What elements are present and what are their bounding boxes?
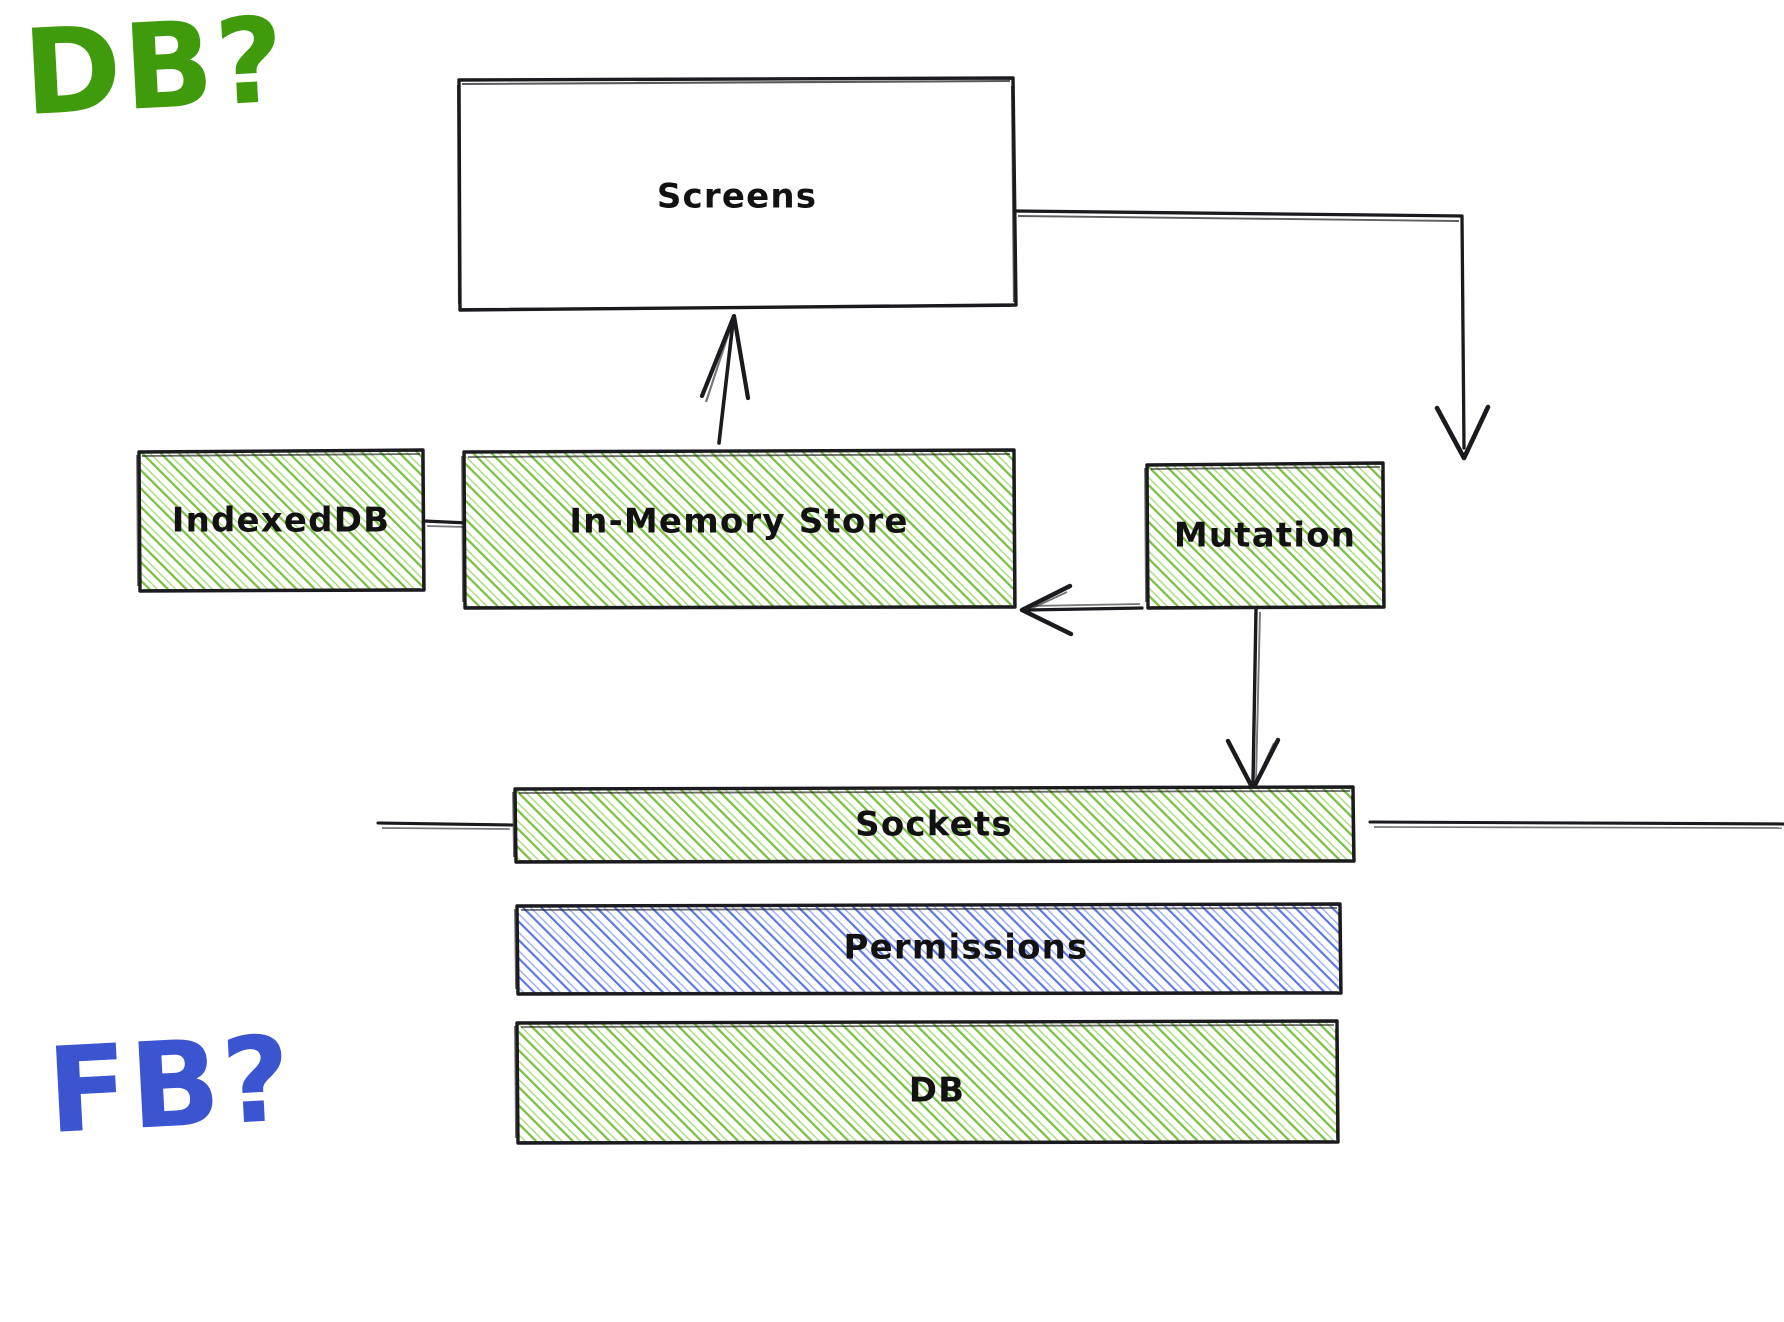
connector-sockets-right-stub [1368, 820, 1784, 829]
node-mutation-hatch [1147, 463, 1384, 608]
annotation-db-label: DB? [20, 0, 289, 142]
connector-screens-to-mutation-overstroke [1017, 215, 1460, 222]
node-mutation-outline [1145, 461, 1386, 610]
node-indexeddb[interactable]: IndexedDB [130, 442, 436, 602]
connector-store-to-screens-line [717, 320, 735, 445]
connector-mutation-to-sockets-line [1251, 607, 1258, 784]
node-indexeddb-label: IndexedDB [172, 501, 391, 541]
node-mutation-sketch-overstroke [1144, 466, 1384, 608]
node-permissions[interactable]: Permissions [508, 896, 1353, 1006]
node-sockets-label: Sockets [855, 805, 1013, 845]
node-sockets-hatch [515, 787, 1354, 862]
node-sockets[interactable]: Sockets [506, 779, 1366, 874]
node-permissions-hatch [517, 904, 1341, 994]
connector-mutation-to-store-overstroke [1028, 603, 1141, 607]
node-db-hatch [517, 1021, 1338, 1143]
annotation-db-question: DB? [20, 0, 289, 142]
connector-store-to-screens-arrowhead [699, 313, 751, 401]
connector-mutation-to-store-arrowhead-2 [1023, 591, 1068, 613]
node-in-memory-store-sketch-overstroke [461, 453, 1015, 608]
connector-sockets-left-stub-overstroke [381, 827, 511, 830]
node-screens-sketch-overstroke [456, 79, 1016, 311]
node-mutation-label: Mutation [1174, 516, 1356, 556]
node-sockets-outline [513, 785, 1356, 864]
node-indexeddb-hatch [139, 450, 424, 591]
node-in-memory-store[interactable]: In-Memory Store [455, 442, 1027, 620]
node-in-memory-store-label: In-Memory Store [569, 502, 908, 542]
node-screens[interactable]: Screens [456, 76, 1018, 312]
annotation-fb-question: FB? [44, 1010, 296, 1161]
connector-mutation-to-store-line [1025, 606, 1144, 612]
node-sockets-sketch-overstroke [512, 790, 1354, 862]
connector-store-to-screens [699, 313, 751, 445]
node-permissions-label: Permissions [844, 928, 1089, 968]
connector-store-to-screens-arrowhead-2 [704, 319, 735, 403]
node-indexeddb-sketch-overstroke [136, 453, 424, 591]
node-mutation[interactable]: Mutation [1138, 455, 1396, 619]
node-db[interactable]: DB [508, 1013, 1350, 1155]
node-indexeddb-outline [137, 448, 426, 593]
connector-mutation-to-sockets-arrowhead-2 [1253, 742, 1275, 787]
connector-mutation-to-sockets-overstroke [1255, 611, 1261, 781]
node-db-sketch-overstroke [514, 1024, 1338, 1143]
connector-screens-to-mutation-arrowhead [1434, 404, 1491, 461]
connector-sockets-left-stub-line [376, 821, 514, 827]
connector-sockets-left-stub [376, 821, 514, 830]
node-permissions-sketch-overstroke [514, 907, 1341, 994]
connector-indexeddb-to-store [422, 519, 470, 528]
annotation-fb-label: FB? [44, 1010, 296, 1161]
connector-mutation-to-store-arrowhead [1019, 583, 1074, 637]
node-in-memory-store-outline [462, 448, 1017, 610]
connector-sockets-right-stub-line [1368, 820, 1784, 826]
node-permissions-outline [515, 902, 1343, 996]
connector-mutation-to-store [1019, 583, 1144, 637]
connector-mutation-to-sockets [1225, 607, 1281, 792]
node-db-label: DB [909, 1071, 966, 1111]
connector-sockets-right-stub-overstroke [1373, 826, 1783, 829]
connector-screens-to-mutation-line [1014, 209, 1466, 450]
connector-indexeddb-to-store-line [422, 519, 470, 525]
node-in-memory-store-hatch [464, 450, 1015, 608]
connector-screens-to-mutation [1014, 209, 1491, 461]
node-screens-label: Screens [657, 177, 817, 217]
node-db-outline [515, 1019, 1340, 1145]
connector-indexeddb-to-store-overstroke [426, 525, 467, 528]
